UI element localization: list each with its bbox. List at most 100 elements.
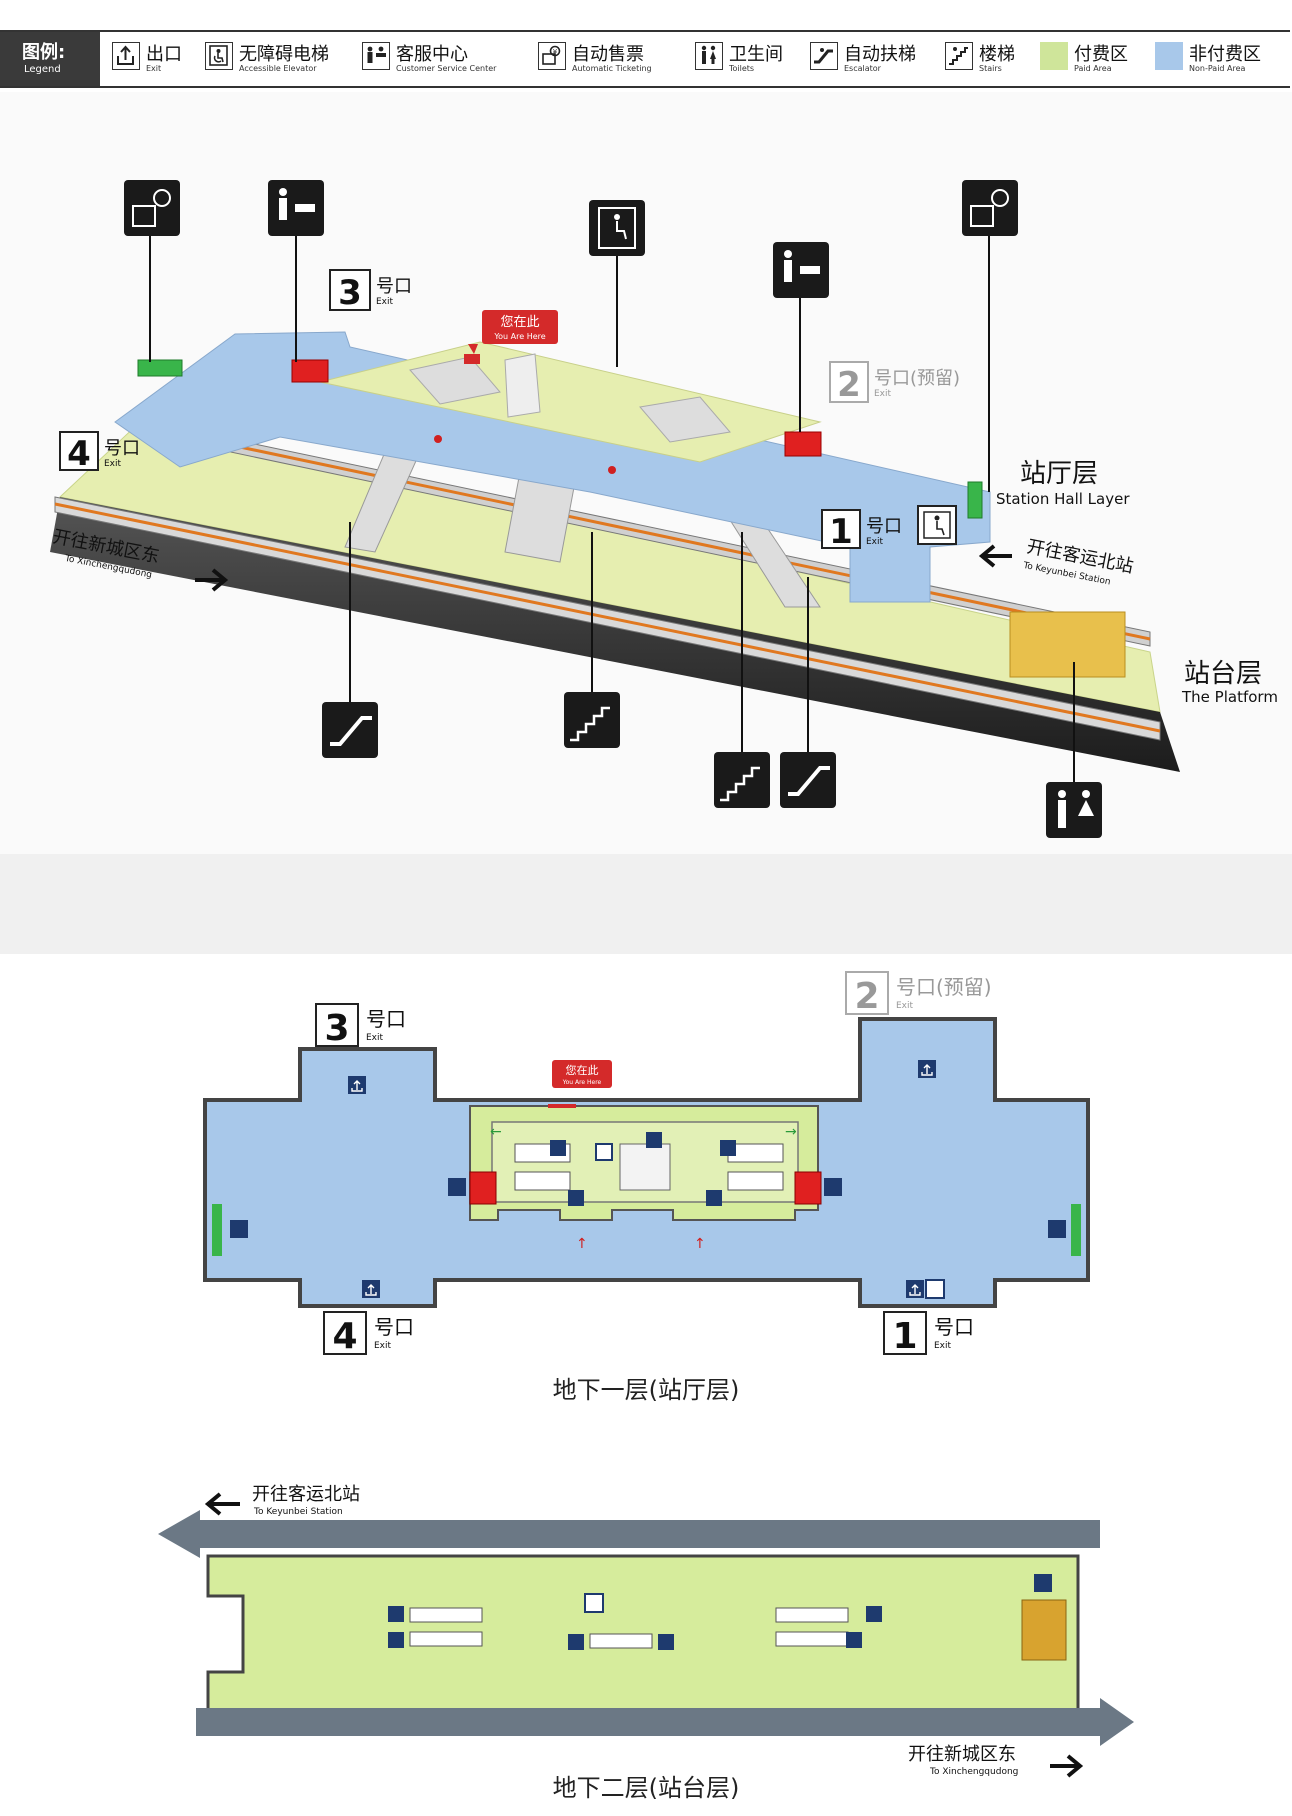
isometric-station-view: 3 号口 Exit 4 号口 Exit 1 号口 Exit 2 号口(预留) E… bbox=[50, 180, 1278, 838]
exit-1-box bbox=[883, 1311, 927, 1355]
escalator-icon bbox=[866, 1606, 882, 1622]
hall-stairs-center bbox=[619, 1143, 671, 1191]
ticket-sign-east bbox=[962, 180, 1018, 236]
platform-stairs-center bbox=[589, 1633, 653, 1649]
stairs-sign-center bbox=[564, 692, 620, 748]
exit-3-label: 号口 bbox=[376, 276, 412, 297]
arrow-right-icon bbox=[195, 568, 229, 592]
service-sign-west bbox=[268, 180, 324, 236]
exit-2-label: 号口(预留) bbox=[896, 975, 992, 999]
you-are-here-label-en: You Are Here bbox=[562, 1079, 602, 1086]
escalator-sign-west bbox=[322, 702, 378, 758]
hall-layer-label-en: Station Hall Layer bbox=[996, 490, 1130, 508]
exit-4-number: 4 bbox=[67, 434, 91, 474]
hall-layer-label: 站厅层 bbox=[1020, 459, 1098, 489]
elevator-sign bbox=[589, 200, 645, 256]
station-hall-floorplan: ← → ↑ ↑ 您在此 You Are Here 3 号口 Exit 2 号口(… bbox=[203, 971, 1090, 1404]
you-are-here-label-en: You Are Here bbox=[493, 332, 545, 341]
legend-label: 楼梯 bbox=[979, 44, 1015, 65]
legend-label: 出口 bbox=[146, 44, 182, 65]
legend-label-en: Customer Service Center bbox=[396, 64, 497, 73]
stairs-sign-east bbox=[714, 752, 770, 808]
exit-icon bbox=[112, 42, 140, 70]
exit-4-label: 号口 bbox=[104, 438, 140, 459]
legend-label-en: Automatic Ticketing bbox=[572, 64, 652, 73]
exit-2-number: 2 bbox=[854, 976, 879, 1017]
direction-right: 开往客运北站 To Keyunbei Station bbox=[1021, 536, 1135, 587]
exit-3-label-en: Exit bbox=[366, 1033, 384, 1043]
arrow-left-icon bbox=[204, 1492, 240, 1516]
hall-elevator-box bbox=[504, 353, 541, 418]
arrow-right-icon bbox=[1050, 1754, 1084, 1778]
exit-3-box bbox=[329, 269, 371, 311]
legend-label: 卫生间 bbox=[729, 44, 783, 65]
exit-4-box bbox=[59, 431, 99, 471]
exit-4-label-en: Exit bbox=[104, 459, 122, 469]
escalator-sign-east bbox=[780, 752, 836, 808]
svg-text:¥: ¥ bbox=[553, 48, 558, 56]
exit-3-number: 3 bbox=[338, 273, 362, 313]
hall-escalator-2 bbox=[639, 396, 731, 443]
toilet-sign bbox=[1046, 782, 1102, 838]
exit-2-box bbox=[829, 361, 869, 403]
legend-label: 自动扶梯 bbox=[844, 44, 916, 65]
legend-title: 图例: bbox=[22, 42, 66, 63]
service-icon bbox=[824, 1178, 842, 1196]
platform-layer-label: 站台层 bbox=[1184, 659, 1262, 689]
exit-1-label-en: Exit bbox=[866, 537, 884, 547]
gate-arrow-south-east: ↑ bbox=[694, 1236, 706, 1252]
platform-layer-label-en: The Platform bbox=[1181, 688, 1278, 706]
legend-label-en: Toilets bbox=[729, 64, 755, 73]
exit-4-label: 号口 bbox=[374, 1315, 414, 1339]
legend-label: 自动售票 bbox=[572, 44, 644, 65]
exit-icon bbox=[918, 1060, 936, 1078]
ticket-machine-west bbox=[137, 359, 183, 377]
legend-label-en: Stairs bbox=[979, 64, 1002, 73]
ticket-machine-west bbox=[212, 1204, 222, 1256]
elevator-icon bbox=[925, 1279, 945, 1299]
platform-escalator-e2 bbox=[775, 1631, 849, 1647]
service-icon bbox=[448, 1178, 466, 1196]
ticket-machine-east bbox=[1071, 1204, 1081, 1256]
toilet-icon bbox=[1034, 1574, 1052, 1592]
stairs-icon bbox=[646, 1132, 662, 1148]
you-are-here-label: 您在此 bbox=[566, 1064, 599, 1077]
hall-escalator-se bbox=[727, 1171, 784, 1191]
ticket-icon bbox=[1048, 1220, 1066, 1238]
exit-1-number: 1 bbox=[829, 512, 853, 552]
exit-2-label-en: Exit bbox=[896, 1001, 914, 1011]
exit-2-label-en: Exit bbox=[874, 389, 892, 399]
you-are-here-label: 您在此 bbox=[500, 314, 539, 330]
legend-label-en: Accessible Elevator bbox=[239, 64, 317, 73]
escalator-icon bbox=[568, 1190, 584, 1206]
exit-1-box bbox=[821, 509, 861, 549]
elevator-icon bbox=[205, 42, 233, 70]
exit-1-label: 号口 bbox=[866, 516, 902, 537]
elevator-icon bbox=[917, 505, 957, 545]
legend-label-en: Exit bbox=[146, 64, 162, 73]
legend-label-en: Paid Area bbox=[1074, 64, 1112, 73]
legend-bar: 图例: Legend 出口 Exit 无障碍电梯 Accessible Elev… bbox=[0, 30, 1290, 88]
train-far-stripe bbox=[149, 426, 1151, 641]
platform-equipment-room bbox=[1021, 1599, 1067, 1661]
escalator-icon bbox=[388, 1632, 404, 1648]
hall-escalator-sw bbox=[514, 1171, 571, 1191]
service-center-west bbox=[291, 359, 329, 383]
platform-equipment-room bbox=[1009, 611, 1126, 678]
escalator-icon bbox=[550, 1140, 566, 1156]
stairs-icon bbox=[658, 1634, 674, 1650]
gate-arrow-east: → bbox=[785, 1124, 797, 1140]
service-icon bbox=[362, 42, 390, 70]
exit-2-number: 2 bbox=[837, 365, 861, 405]
stairs-icon bbox=[568, 1634, 584, 1650]
legend-title-en: Legend bbox=[24, 64, 61, 75]
platform-caption: 地下二层(站台层) bbox=[553, 1774, 740, 1802]
legend-label: 客服中心 bbox=[396, 44, 468, 65]
ticket-icon: ¥ bbox=[538, 42, 566, 70]
exit-4-number: 4 bbox=[332, 1316, 357, 1357]
ticket-sign-west bbox=[124, 180, 180, 236]
train-near-stripe bbox=[54, 502, 1161, 733]
legend-label: 无障碍电梯 bbox=[239, 44, 329, 65]
exit-icon bbox=[906, 1280, 924, 1298]
gate-marker bbox=[434, 435, 442, 443]
